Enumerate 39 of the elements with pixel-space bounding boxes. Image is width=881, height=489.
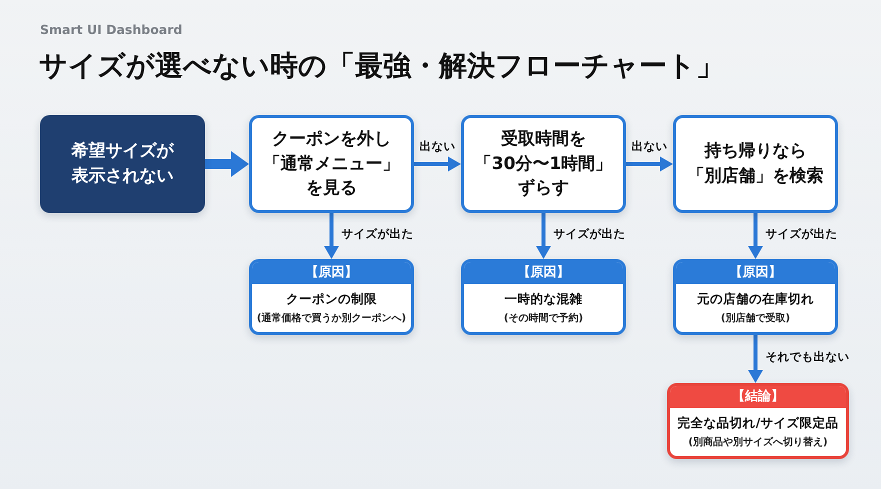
card-note: (別商品や別サイズへ切り替え) [688, 435, 828, 449]
card-note: (別店舗で受取) [720, 311, 790, 325]
heading-band: 【原因】 [252, 262, 411, 284]
heading-band: 【原因】 [464, 262, 623, 284]
process-box [249, 115, 414, 213]
heading-band: 【原因】 [676, 262, 835, 284]
card-title: 一時的な混雑 [504, 291, 582, 308]
cause-card [673, 259, 838, 335]
edge-label: サイズが出た [342, 226, 414, 242]
edge-label: それでも出ない [766, 350, 850, 364]
process-box [673, 115, 838, 213]
arrow [748, 335, 763, 383]
card-note: (その時間で予約) [504, 312, 584, 325]
process-box [461, 115, 626, 213]
arrow [748, 213, 763, 259]
arrow [324, 213, 339, 259]
step-text: クーポンを外し「通常メニュー」を見る [262, 128, 400, 200]
step-text: 受取時間を「30分〜1時間」ずらす [474, 128, 614, 200]
cause-card [461, 259, 626, 335]
header-label: Smart UI Dashboard [40, 22, 182, 37]
start-box [40, 115, 205, 213]
cause-card [249, 259, 414, 335]
arrow [626, 156, 673, 172]
edge-label: 出ない [420, 139, 456, 154]
edge-label: サイズが出た [766, 226, 838, 242]
title: サイズが選べない時の「最強・解決フローチャート」 [39, 48, 724, 84]
edge-label: 出ない [632, 139, 668, 154]
conclusion-card [667, 383, 849, 459]
step-text: 希望サイズが表示されない [70, 140, 175, 188]
card-title: 完全な品切れ/サイズ限定品 [678, 415, 838, 432]
card-note: (通常価格で買うか別クーポンへ) [256, 312, 406, 325]
edge-label: サイズが出た [554, 226, 626, 242]
card-title: クーポンの制限 [286, 291, 377, 308]
arrow [536, 213, 551, 259]
card-title: 元の店舗の在庫切れ [697, 291, 814, 308]
arrow [414, 156, 461, 172]
arrow [205, 151, 249, 177]
heading-band: 【結論】 [670, 386, 846, 408]
step-text: 持ち帰りなら「別店舗」を検索 [686, 140, 824, 188]
